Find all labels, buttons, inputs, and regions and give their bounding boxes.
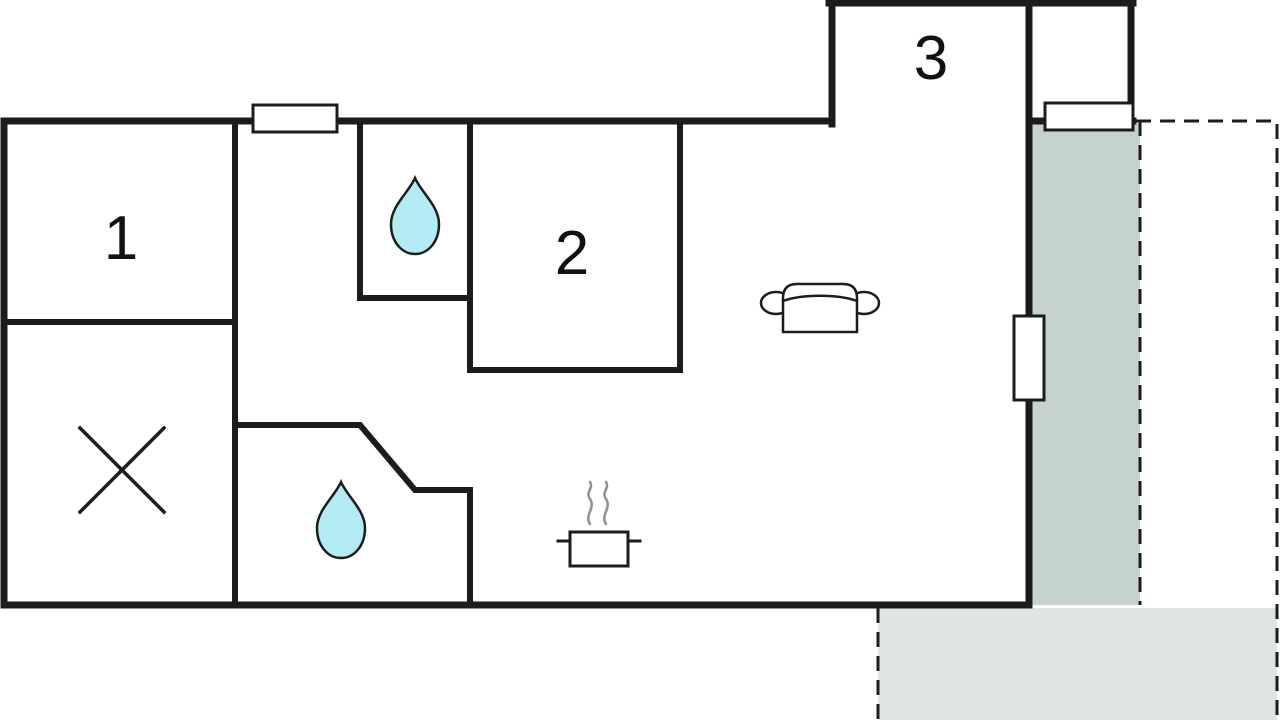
- window-top-right: [1043, 101, 1135, 132]
- water-drop-icons: [315, 174, 441, 560]
- windows: [251, 101, 1135, 402]
- steam-icon: [587, 480, 609, 526]
- sofa-icon: [759, 282, 881, 334]
- room-1-label: 1: [104, 204, 138, 273]
- steam-wave-right: [603, 480, 609, 526]
- terrace-bottom-area: [878, 608, 1277, 720]
- interior-walls: [1, 118, 683, 608]
- pot-body: [568, 530, 630, 568]
- exterior-walls: [0, 0, 1137, 609]
- room-2-label: 2: [555, 219, 589, 288]
- cross-mark-icon: [77, 425, 167, 515]
- cooking-pot-icon: [556, 530, 642, 568]
- window-top-left: [251, 103, 339, 134]
- room-labels: 1 2 3: [104, 24, 948, 288]
- steam-wave-left: [587, 480, 593, 526]
- room-3-label: 3: [914, 24, 948, 93]
- water-drop-icon: [389, 174, 441, 256]
- terrace-side-area: [1032, 124, 1140, 605]
- cross-line-2: [77, 425, 167, 515]
- terrace-dashed-boundary: [876, 119, 1279, 720]
- water-drop-icon: [315, 478, 367, 560]
- sofa-body: [781, 282, 859, 334]
- door-right: [1012, 314, 1046, 402]
- terrace-dashed-outer: [1136, 119, 1279, 720]
- sofa-back-edge: [781, 294, 859, 303]
- bathroom-lower-walls: [232, 422, 473, 608]
